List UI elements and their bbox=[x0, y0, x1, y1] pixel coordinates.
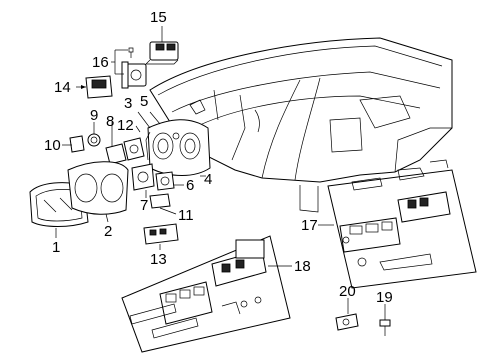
part-19-screw bbox=[379, 304, 391, 336]
callout-9: 9 bbox=[90, 107, 98, 124]
dashboard-panel bbox=[149, 37, 453, 213]
instrument-cluster bbox=[137, 111, 211, 177]
part-15-switch bbox=[145, 26, 179, 65]
part-6-switch bbox=[155, 171, 184, 191]
callout-8: 8 bbox=[106, 113, 114, 130]
part-20-clip bbox=[335, 298, 359, 331]
callout-14: 14 bbox=[54, 79, 71, 96]
callout-15: 15 bbox=[150, 9, 167, 26]
callout-12: 12 bbox=[117, 117, 134, 134]
callout-4: 4 bbox=[204, 171, 212, 188]
part-16-switch-assembly bbox=[111, 47, 147, 89]
part-10-bracket bbox=[62, 135, 85, 153]
part-12-gauge bbox=[123, 125, 145, 161]
part-9-knob bbox=[87, 122, 101, 147]
part-8-cover bbox=[105, 122, 127, 165]
callout-3: 3 bbox=[124, 95, 132, 112]
callout-19: 19 bbox=[376, 289, 393, 306]
callout-6: 6 bbox=[186, 177, 194, 194]
callout-11: 11 bbox=[178, 207, 194, 224]
callout-10: 10 bbox=[44, 137, 61, 154]
part-18-box bbox=[121, 235, 292, 353]
part-13-switch-panel bbox=[143, 223, 179, 250]
part-14-switch bbox=[76, 75, 113, 99]
callout-2: 2 bbox=[104, 223, 112, 240]
callout-18: 18 bbox=[294, 258, 311, 275]
callout-20: 20 bbox=[339, 283, 356, 300]
callout-16: 16 bbox=[92, 54, 109, 71]
callout-5: 5 bbox=[140, 93, 148, 110]
callout-13: 13 bbox=[150, 251, 167, 268]
callout-7: 7 bbox=[140, 197, 148, 214]
part-17-box bbox=[318, 159, 477, 289]
callout-1: 1 bbox=[52, 239, 60, 256]
part-2-bezel bbox=[67, 161, 129, 223]
part-7-switch bbox=[131, 163, 155, 198]
callout-17: 17 bbox=[301, 217, 318, 234]
part-11-bracket bbox=[149, 193, 177, 215]
